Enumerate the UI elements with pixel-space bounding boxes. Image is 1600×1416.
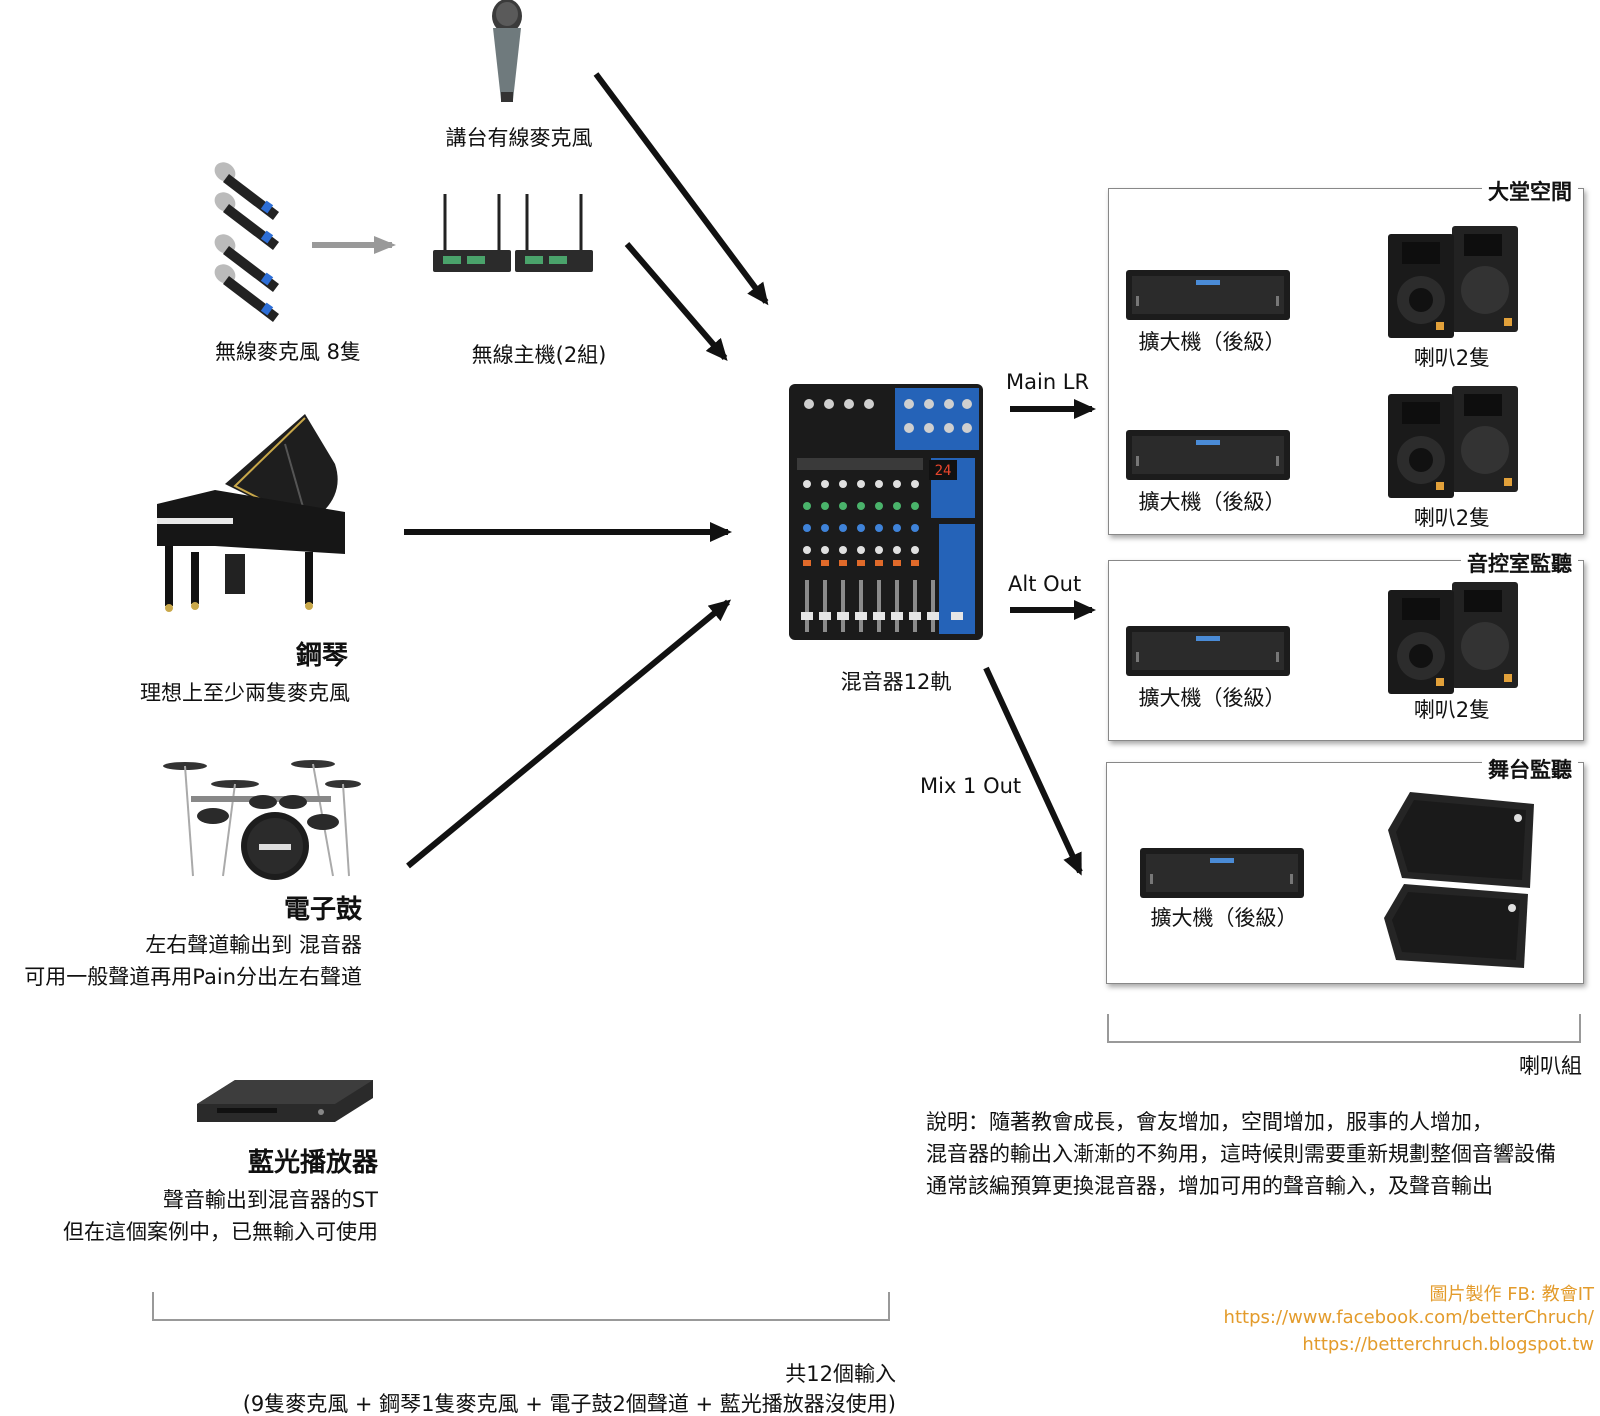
wireless-mics-icon bbox=[214, 162, 279, 322]
amplifier-hall-1-icon bbox=[1126, 270, 1290, 320]
piano-icon bbox=[157, 414, 345, 612]
amplifier-hall-2-icon bbox=[1126, 430, 1290, 480]
drum-note-2: 可用一般聲道再用Pain分出左右聲道 bbox=[24, 965, 362, 989]
zone-control-title: 音控室監聽 bbox=[1461, 548, 1578, 578]
speaker-hall-1-label: 喇叭2隻 bbox=[1413, 346, 1491, 370]
mixer-label: 混音器12軌 bbox=[840, 670, 952, 694]
alt-out-label: Alt Out bbox=[1008, 572, 1082, 596]
wireless-mics-label: 無線麥克風 8隻 bbox=[214, 340, 362, 364]
stage-monitors-icon bbox=[1384, 792, 1534, 968]
speaker-hall-2-label: 喇叭2隻 bbox=[1413, 506, 1491, 530]
inputs-bracket bbox=[152, 1292, 890, 1321]
note-line-1: 說明：隨著教會成長，會友增加，空間增加，服事的人增加， bbox=[926, 1110, 1493, 1134]
podium-mic-label: 講台有線麥克風 bbox=[445, 126, 593, 150]
bluray-title: 藍光播放器 bbox=[247, 1148, 378, 1178]
arrow-mix1-out bbox=[983, 666, 1083, 876]
amplifier-control-icon bbox=[1126, 626, 1290, 676]
inputs-total-title: 共12個輸入 bbox=[785, 1362, 896, 1386]
note-line-2: 混音器的輸出入漸漸的不夠用，這時候則需要重新規劃整個音響設備 bbox=[926, 1142, 1556, 1166]
speaker-pair-hall-1-icon bbox=[1388, 226, 1518, 338]
inputs-total-detail: (9隻麥克風 + 鋼琴1隻麥克風 + 電子鼓2個聲道 + 藍光播放器沒使用) bbox=[242, 1392, 896, 1416]
speaker-group-bracket bbox=[1107, 1014, 1581, 1043]
arrow-drums-to-mixer bbox=[406, 599, 732, 869]
wireless-receivers-label: 無線主機(2組) bbox=[471, 343, 607, 367]
bluray-player-icon bbox=[197, 1080, 373, 1122]
speaker-control-label: 喇叭2隻 bbox=[1413, 698, 1491, 722]
zone-hall-title: 大堂空間 bbox=[1482, 176, 1578, 206]
note-line-3: 通常該編預算更換混音器，增加可用的聲音輸入，及聲音輸出 bbox=[926, 1174, 1493, 1198]
arrow-podium-to-mixer bbox=[593, 72, 769, 306]
amp-control-label: 擴大機（後級） bbox=[1138, 686, 1286, 710]
speaker-group-label: 喇叭組 bbox=[1519, 1054, 1582, 1078]
mixer-icon: 24 bbox=[789, 384, 983, 640]
main-lr-label: Main LR bbox=[1006, 370, 1090, 394]
mixer-display: 24 bbox=[935, 463, 952, 479]
podium-mic-icon bbox=[492, 0, 522, 102]
amplifier-stage-icon bbox=[1140, 848, 1304, 898]
drum-title: 電子鼓 bbox=[283, 895, 362, 925]
bluray-note-2: 但在這個案例中，已無輸入可使用 bbox=[63, 1220, 378, 1244]
wireless-receivers-icon bbox=[433, 194, 593, 272]
credit-blog-link[interactable]: https://betterchruch.blogspot.tw bbox=[1302, 1334, 1594, 1355]
drum-kit-icon bbox=[163, 760, 361, 880]
arrow-receivers-to-mixer bbox=[624, 242, 728, 362]
amp-hall-1-label: 擴大機（後級） bbox=[1138, 330, 1286, 354]
credit-line-1: 圖片製作 FB: 教會IT bbox=[1429, 1284, 1594, 1305]
piano-note: 理想上至少兩隻麥克風 bbox=[140, 681, 350, 705]
amp-hall-2-label: 擴大機（後級） bbox=[1138, 490, 1286, 514]
credit-facebook-link[interactable]: https://www.facebook.com/betterChruch/ bbox=[1223, 1307, 1594, 1328]
bluray-note-1: 聲音輸出到混音器的ST bbox=[162, 1188, 378, 1212]
zone-stage-title: 舞台監聽 bbox=[1482, 754, 1578, 784]
amp-stage-label: 擴大機（後級） bbox=[1150, 906, 1298, 930]
drum-note-1: 左右聲道輸出到 混音器 bbox=[145, 933, 362, 957]
mix1-out-label: Mix 1 Out bbox=[920, 774, 1022, 798]
speaker-pair-control-icon bbox=[1388, 582, 1518, 694]
speaker-pair-hall-2-icon bbox=[1388, 386, 1518, 498]
piano-title: 鋼琴 bbox=[295, 641, 348, 671]
